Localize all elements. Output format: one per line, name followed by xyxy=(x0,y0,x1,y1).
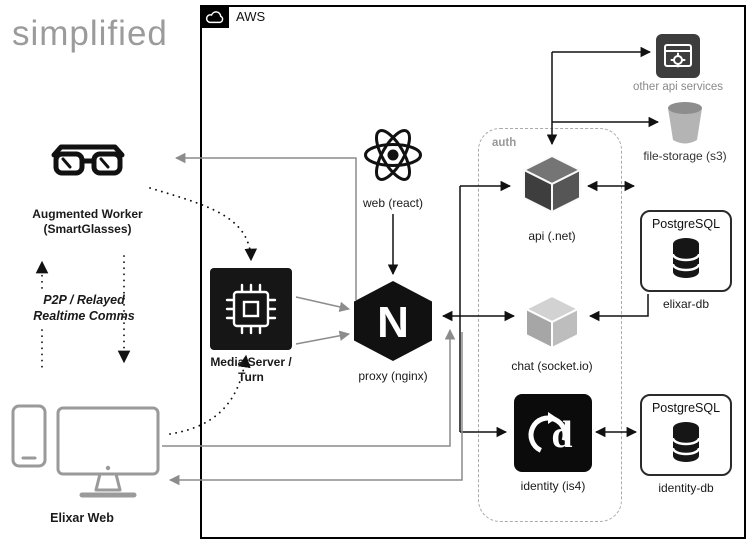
identity-db-label: identity-db xyxy=(658,481,714,495)
identityserver-logo-icon: d xyxy=(524,404,582,462)
nginx-icon: N xyxy=(350,280,436,362)
page-note: simplified xyxy=(12,14,168,53)
svg-text:d: d xyxy=(551,414,572,456)
p2p-comms-label: P2P / Relayed Realtime Comms xyxy=(33,293,135,323)
augmented-worker-label: Augmented Worker (SmartGlasses) xyxy=(32,207,143,236)
elixar-web-label: Elixar Web xyxy=(50,511,114,525)
smartglasses-icon xyxy=(50,138,126,188)
svg-text:N: N xyxy=(377,298,409,347)
s3-bucket-icon xyxy=(664,100,706,146)
api-cube-icon xyxy=(516,148,588,220)
aws-cloud-icon xyxy=(200,5,229,28)
api-label: api (.net) xyxy=(528,229,576,243)
other-api-services-label: other api services xyxy=(632,81,724,93)
proxy-nginx-label: proxy (nginx) xyxy=(358,369,428,383)
media-server-node xyxy=(210,268,292,350)
other-api-services-icon xyxy=(656,34,700,78)
identity-label: identity (is4) xyxy=(520,479,586,493)
database-cylinder-icon xyxy=(669,235,703,281)
auth-group-label: auth xyxy=(492,137,517,149)
chat-label: chat (socket.io) xyxy=(511,359,593,373)
auth-group-box xyxy=(478,128,622,522)
postgresql-brand-label: PostgreSQL xyxy=(651,217,721,231)
postgresql-brand-label: PostgreSQL xyxy=(651,401,721,415)
chat-cube-icon xyxy=(520,290,584,352)
chip-icon xyxy=(225,283,277,335)
elixar-db-node: PostgreSQL xyxy=(640,210,732,292)
media-server-label: Media Server / Turn xyxy=(210,355,292,384)
web-react-label: web (react) xyxy=(362,196,424,210)
elixar-web-client-icon xyxy=(6,394,162,508)
file-storage-label: file-storage (s3) xyxy=(643,149,727,163)
database-cylinder-icon xyxy=(669,419,703,465)
react-icon xyxy=(363,125,423,185)
identity-db-node: PostgreSQL xyxy=(640,394,732,476)
identity-node: d xyxy=(514,394,592,472)
aws-label: AWS xyxy=(236,9,266,24)
elixar-db-label: elixar-db xyxy=(662,297,710,311)
